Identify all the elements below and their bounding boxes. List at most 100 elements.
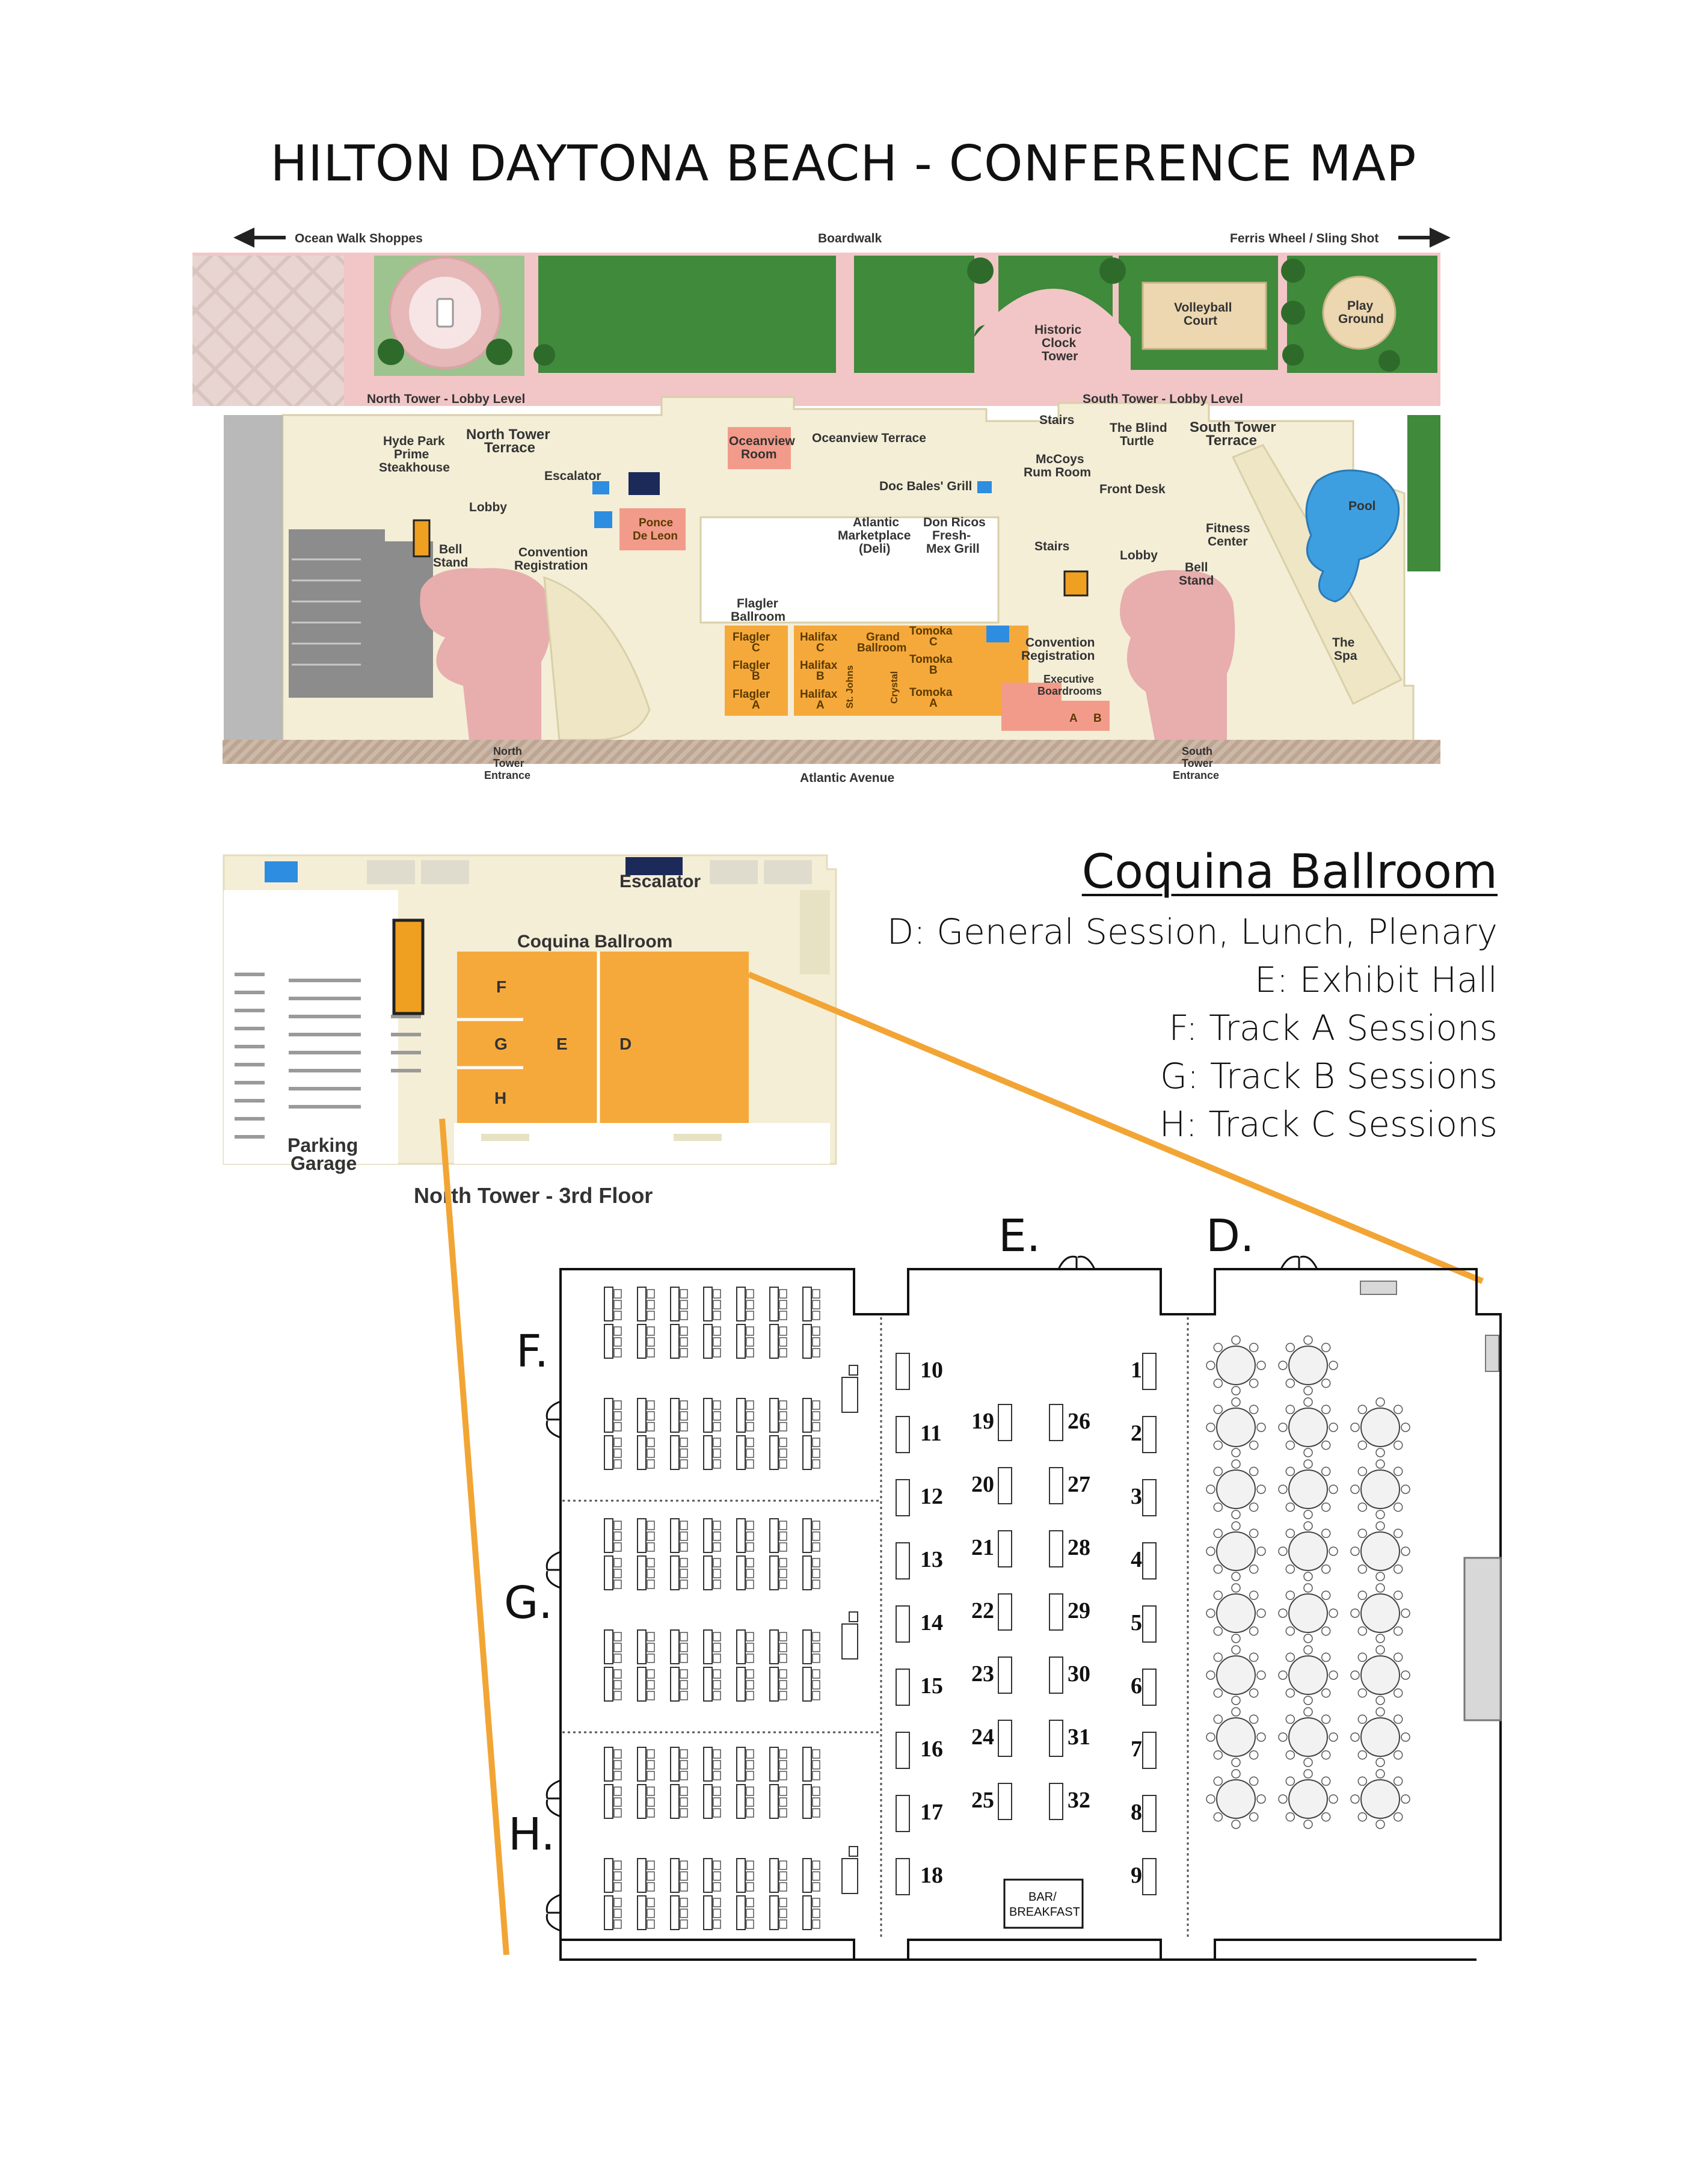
chair (779, 1786, 787, 1796)
chair (613, 1459, 622, 1469)
booth-table (1049, 1404, 1063, 1441)
chair (1231, 1448, 1241, 1457)
svg-text:C: C (929, 636, 938, 648)
escalator-label: Escalator (544, 469, 601, 483)
chair (1231, 1572, 1241, 1581)
chair (1231, 1459, 1241, 1469)
conv-reg-s-label-1: Convention (1025, 636, 1095, 650)
classroom-table (769, 1747, 779, 1782)
bell-n-label-2: Stand (433, 556, 468, 570)
booth-table (1142, 1353, 1157, 1390)
chair (1206, 1484, 1215, 1494)
classroom-table (604, 1435, 613, 1470)
don-ricos-label-1: Don Ricos (923, 515, 986, 529)
lobby-s-label: Lobby (1120, 549, 1158, 562)
chair (1256, 1670, 1266, 1680)
chair (613, 1898, 622, 1907)
chair (1249, 1378, 1259, 1388)
chair (613, 1300, 622, 1309)
svg-text:C: C (752, 642, 760, 654)
chair (680, 1797, 688, 1807)
bar-breakfast (1003, 1878, 1084, 1929)
chair (812, 1289, 820, 1299)
chair (1321, 1688, 1331, 1698)
chair (779, 1569, 787, 1578)
svg-text:Flagler: Flagler (733, 688, 770, 701)
booth-table (1049, 1593, 1063, 1631)
chair (812, 1643, 820, 1652)
chair (613, 1653, 622, 1663)
classroom-table (703, 1629, 713, 1664)
chair (713, 1871, 721, 1881)
chair (647, 1860, 655, 1870)
chair (1285, 1502, 1295, 1512)
parking-deck (289, 529, 433, 698)
chair (812, 1337, 820, 1347)
chair (1256, 1546, 1266, 1556)
chair (1329, 1670, 1338, 1680)
chair (613, 1337, 622, 1347)
svg-text:B: B (929, 664, 938, 677)
flagler-rooms (725, 626, 788, 716)
chair (1375, 1769, 1385, 1779)
chair (1231, 1583, 1241, 1593)
chair (1249, 1502, 1259, 1512)
classroom-table (604, 1629, 613, 1664)
svg-text:Tomoka: Tomoka (909, 625, 953, 638)
chair (647, 1871, 655, 1881)
chair (746, 1289, 754, 1299)
round-table (1288, 1407, 1328, 1447)
chair (779, 1459, 787, 1469)
chair (613, 1558, 622, 1567)
round-table (1216, 1717, 1256, 1757)
classroom-table (703, 1555, 713, 1590)
chair (613, 1521, 622, 1530)
chair (647, 1542, 655, 1552)
booth-number: 11 (920, 1421, 942, 1446)
restroom-icon (594, 511, 612, 528)
classroom-table (736, 1398, 746, 1433)
chair (812, 1653, 820, 1663)
chair (680, 1459, 688, 1469)
chair (812, 1909, 820, 1918)
chair (647, 1749, 655, 1759)
chair (1249, 1714, 1259, 1724)
zoom-line-right (748, 971, 1484, 1284)
booth-number: 14 (920, 1610, 943, 1635)
chair (1256, 1794, 1266, 1804)
chair (1321, 1776, 1331, 1786)
chair (713, 1542, 721, 1552)
chair (1375, 1397, 1385, 1407)
booth-number: 18 (920, 1863, 943, 1888)
chair (647, 1411, 655, 1421)
chair (1375, 1583, 1385, 1593)
booth-number: 22 (971, 1598, 994, 1623)
chair (1375, 1634, 1385, 1643)
ponce-label-2: De Leon (633, 530, 678, 543)
chair (1321, 1404, 1331, 1415)
booth-numbers-left: 10 11 12 13 14 15 16 17 18 (920, 1358, 943, 1888)
chair (647, 1786, 655, 1796)
svg-text:Grand: Grand (866, 631, 900, 644)
classroom-table (736, 1667, 746, 1702)
round-table (1216, 1655, 1256, 1695)
classroom-table (637, 1518, 647, 1553)
round-table (1288, 1717, 1328, 1757)
classroom-table (637, 1858, 647, 1893)
chair (1213, 1652, 1223, 1663)
chair (680, 1898, 688, 1907)
stairs-mid-label: Stairs (1034, 540, 1069, 553)
chair (1303, 1583, 1313, 1593)
chair (647, 1760, 655, 1770)
chair (647, 1438, 655, 1447)
front-desk-label: Front Desk (1099, 482, 1166, 496)
chair (1303, 1819, 1313, 1829)
lobby-level-map: Ocean Walk Shoppes Boardwalk Ferris Whee… (192, 227, 1451, 785)
podium (841, 1858, 858, 1894)
chair (647, 1797, 655, 1807)
chair (1249, 1590, 1259, 1601)
booth-table (896, 1353, 910, 1390)
classroom-table (670, 1667, 680, 1702)
booth-table (896, 1479, 910, 1516)
chair (1285, 1688, 1295, 1698)
